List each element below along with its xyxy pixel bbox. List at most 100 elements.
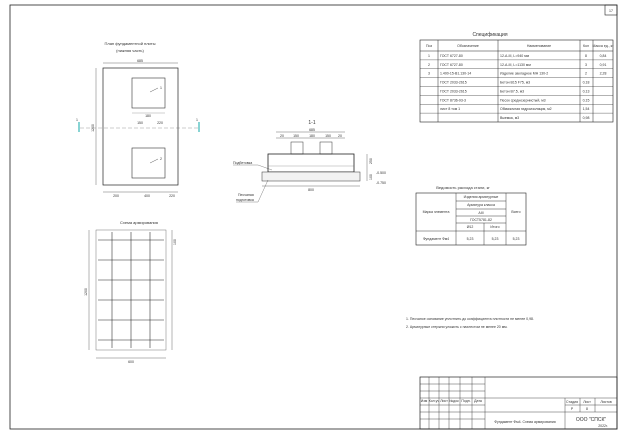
- svg-text:20: 20: [280, 134, 284, 138]
- svg-text:220: 220: [169, 194, 175, 198]
- svg-text:1200: 1200: [84, 288, 88, 296]
- plan-embedded-upper: [131, 77, 166, 109]
- section-slab: [267, 153, 355, 173]
- spec-cell: 1.400-15-В1.130-14: [440, 72, 471, 76]
- spec-cell: Изделие закладное МН 130-2: [500, 72, 548, 76]
- plan-slab-outline: [102, 67, 179, 186]
- stamp-name: Фундамент Фм4. Схема армирования: [494, 420, 555, 424]
- svg-text:220: 220: [157, 121, 163, 125]
- svg-text:-0.500: -0.500: [376, 171, 386, 175]
- steel-title: Ведомость расхода стали, кг: [436, 185, 490, 190]
- title-block: Изм Кол.уч Лист №док Подп. Дата Стадия Л…: [419, 376, 618, 430]
- svg-text:5,23: 5,23: [467, 237, 474, 241]
- spec-cell: 8: [585, 54, 587, 58]
- spec-cell: 1,54: [583, 107, 590, 111]
- svg-text:Всего: Всего: [511, 210, 520, 214]
- plan-dim-top: 685: [137, 59, 143, 63]
- plan-embedded-lower: [131, 147, 166, 179]
- mesh-view: Схема армирования 1200 100 600: [84, 220, 177, 364]
- svg-text:Ø12: Ø12: [467, 225, 474, 229]
- spec-table: Спецификация Поз Обозначение Наименовани…: [419, 32, 615, 123]
- mesh-grid: [98, 232, 164, 348]
- spec-cell: Выемка, м3: [500, 116, 519, 120]
- stamp-year: 2022г.: [598, 424, 608, 428]
- svg-text:150: 150: [293, 134, 299, 138]
- spec-cell: ГОСТ 2033-2615: [440, 81, 467, 85]
- svg-text:Подп.: Подп.: [461, 399, 470, 403]
- svg-text:5,23: 5,23: [492, 237, 499, 241]
- mesh-outline: [95, 229, 167, 351]
- svg-text:800: 800: [308, 188, 314, 192]
- spec-cell: лист 8 том 1: [440, 107, 460, 111]
- stamp-org: ООО "СПСК": [576, 417, 607, 423]
- svg-text:ГОСТ5781-82: ГОСТ5781-82: [470, 218, 492, 222]
- svg-text:100: 100: [173, 239, 177, 245]
- svg-text:Стадия: Стадия: [566, 400, 578, 404]
- svg-text:150: 150: [325, 134, 331, 138]
- spec-cell: 2: [585, 72, 587, 76]
- svg-text:8: 8: [586, 407, 588, 411]
- spec-cell: 0,13: [583, 89, 590, 93]
- svg-text:150: 150: [137, 121, 143, 125]
- svg-text:Наименование: Наименование: [527, 44, 551, 48]
- svg-text:685: 685: [309, 128, 315, 132]
- plan-title-line2: (нижняя часть): [116, 48, 144, 53]
- svg-text:Обозначение: Обозначение: [457, 44, 479, 48]
- svg-text:180: 180: [309, 134, 315, 138]
- svg-text:180: 180: [145, 114, 151, 118]
- spec-cell: 12-А-III, L=1130 мм: [500, 63, 531, 67]
- section-title: 1-1: [308, 120, 315, 126]
- spec-cell: 0,98: [583, 116, 590, 120]
- section-label-prep: Подбетовка: [233, 161, 252, 165]
- spec-cell: ГОСТ 6727-80: [440, 54, 463, 58]
- svg-text:200: 200: [113, 194, 119, 198]
- sheet-frame: [9, 4, 618, 430]
- svg-text:Изделия арматурные: Изделия арматурные: [464, 195, 499, 199]
- plan-section-mark-right: 1: [196, 118, 198, 122]
- spec-cell: 0,91: [600, 63, 607, 67]
- svg-text:100: 100: [369, 174, 373, 180]
- svg-text:Кол: Кол: [583, 44, 589, 48]
- svg-text:Листов: Листов: [600, 400, 612, 404]
- mesh-title: Схема армирования: [120, 220, 158, 225]
- svg-text:5,23: 5,23: [513, 237, 520, 241]
- svg-text:Итого: Итого: [490, 225, 499, 229]
- spec-cell: 0,18: [583, 81, 590, 85]
- spec-cell: Бетон В7.5, м3: [500, 89, 524, 93]
- section-label-sand-2: подготовка: [236, 198, 254, 202]
- svg-text:Фундамент Фм4: Фундамент Фм4: [423, 237, 449, 241]
- plan-view: План фундаментной плиты (нижняя часть) 6…: [76, 41, 200, 198]
- svg-text:Изм: Изм: [421, 399, 428, 403]
- note-2: 2. Арматурные стержни уложить с нахлесто…: [406, 325, 508, 329]
- svg-text:-0.750: -0.750: [376, 181, 386, 185]
- svg-text:Марка элемента: Марка элемента: [423, 210, 450, 214]
- svg-text:400: 400: [144, 194, 150, 198]
- spec-cell: 0,15: [583, 98, 590, 102]
- svg-text:Кол.уч: Кол.уч: [429, 399, 440, 403]
- svg-text:600: 600: [128, 360, 134, 364]
- svg-text:Дата: Дата: [474, 399, 482, 403]
- spec-cell: Песок среднезернистый, м3: [500, 98, 546, 102]
- spec-cell: ГОСТ 2033-2615: [440, 89, 467, 93]
- section-view: 1-1 685 20 150 180 150 20 800 Подбетовка…: [233, 120, 386, 203]
- steel-table: Ведомость расхода стали, кг Марка элемен…: [415, 185, 527, 246]
- plan-callout-2: 2: [160, 157, 162, 161]
- plan-title-line1: План фундаментной плиты: [104, 41, 155, 46]
- svg-text:Масса ед., кг: Масса ед., кг: [593, 44, 615, 48]
- svg-text:АIII: АIII: [478, 211, 483, 215]
- svg-text:Лист: Лист: [583, 400, 591, 404]
- svg-text:№док: №док: [449, 399, 459, 403]
- section-sand-layer: [261, 171, 361, 182]
- spec-cell: 3: [585, 63, 587, 67]
- spec-title: Спецификация: [472, 32, 507, 38]
- svg-text:Лист: Лист: [440, 399, 448, 403]
- spec-cell: Бетон В15 F75, м3: [500, 81, 530, 85]
- note-1: 1. Песчаное основание уплотнить до коэфф…: [406, 317, 534, 321]
- svg-text:Поз: Поз: [426, 44, 432, 48]
- spec-cell: 0,84: [600, 54, 607, 58]
- spec-cell: 12-А-III, L=940 мм: [500, 54, 530, 58]
- section-label-sand-1: Песчаная: [238, 193, 254, 197]
- notes: 1. Песчаное основание уплотнить до коэфф…: [406, 317, 534, 329]
